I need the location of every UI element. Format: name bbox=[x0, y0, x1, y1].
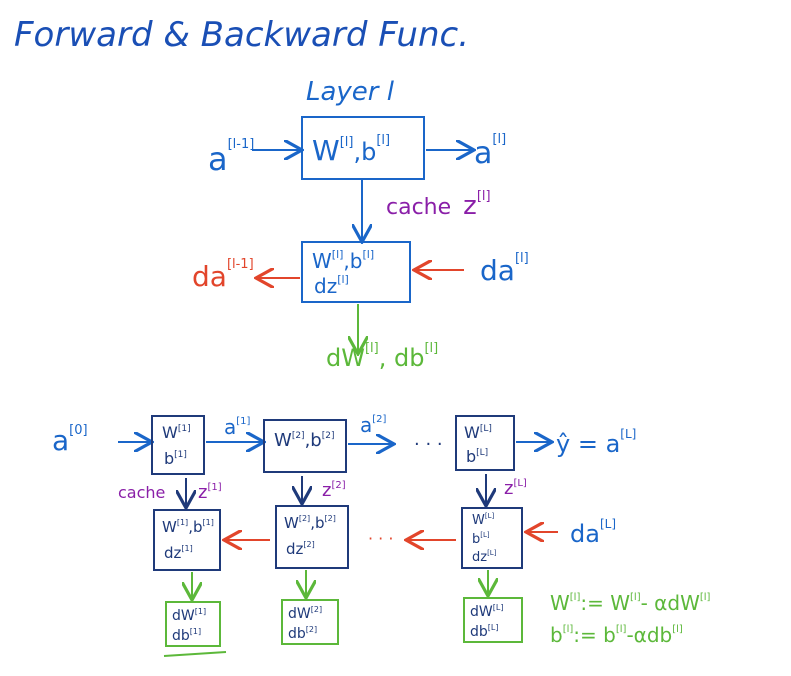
chain-backL-line2: b[L] bbox=[472, 531, 490, 547]
chain-back1-line2: dz[1] bbox=[164, 544, 193, 562]
chain-grad-box-2 bbox=[281, 599, 339, 645]
update-rule-b: b[l]:= b[l]-αdb[l] bbox=[550, 623, 683, 647]
forward-box-w: W[l],b[l] bbox=[312, 133, 390, 167]
chain-gradL-b: db[L] bbox=[470, 623, 498, 640]
chain-back-dots: · · · bbox=[368, 529, 393, 548]
chain-boxL-b: b[L] bbox=[466, 447, 488, 466]
chain-grad-box-1 bbox=[165, 601, 221, 647]
chain-forward-box-L bbox=[455, 415, 515, 471]
chain-forward-box-1 bbox=[151, 415, 205, 475]
chain-backward-box-2 bbox=[275, 505, 349, 569]
chain-backward-box-1 bbox=[153, 509, 221, 571]
update-rule-w: W[l]:= W[l]- αdW[l] bbox=[550, 591, 711, 615]
chain-grad2-w: dW[2] bbox=[288, 605, 322, 622]
chain-forward-box-2 bbox=[263, 419, 347, 473]
backward-box-line2: dz[l] bbox=[314, 273, 349, 298]
chain-z1: z[1] bbox=[198, 482, 222, 503]
page-title: Forward & Backward Func. bbox=[14, 15, 469, 55]
backward-input-grad: da[l] bbox=[480, 251, 529, 287]
backward-box-line1: W[l],b[l] bbox=[312, 248, 374, 273]
layer-label: Layer l bbox=[306, 77, 395, 107]
chain-gradL-w: dW[L] bbox=[470, 603, 503, 620]
chain-back1-line1: W[1],b[1] bbox=[162, 518, 214, 536]
chain-box1-b: b[1] bbox=[164, 449, 187, 468]
chain-cache-label: cache bbox=[118, 483, 165, 502]
forward-input-activation: a[l-1] bbox=[208, 137, 254, 178]
chain-grad1-underline bbox=[163, 651, 227, 657]
chain-grad1-b: db[1] bbox=[172, 627, 201, 644]
chain-backL-line3: dz[L] bbox=[472, 549, 497, 565]
chain-box2-w: W[2],b[2] bbox=[274, 430, 334, 451]
chain-a1: a[1] bbox=[224, 415, 251, 439]
chain-da-input: da[L] bbox=[570, 517, 616, 548]
chain-input: a[0] bbox=[52, 423, 88, 457]
chain-a2: a[2] bbox=[360, 413, 387, 437]
chain-backward-box-L bbox=[461, 507, 523, 569]
chain-box1-w: W[1] bbox=[162, 423, 191, 442]
chain-back2-line1: W[2],b[2] bbox=[284, 514, 336, 532]
chain-z2: z[2] bbox=[322, 480, 346, 501]
chain-back2-line2: dz[2] bbox=[286, 540, 315, 558]
chain-backL-line1: W[L] bbox=[472, 512, 494, 528]
chain-forward-dots: · · · bbox=[414, 434, 443, 455]
backward-layer-box bbox=[301, 241, 411, 303]
chain-zL: z[L] bbox=[504, 478, 527, 499]
chain-grad-box-L bbox=[463, 597, 523, 643]
chain-output: ŷ = a[L] bbox=[556, 427, 636, 458]
weight-gradients: dW[l], db[l] bbox=[326, 341, 438, 372]
forward-output-activation: a[l] bbox=[474, 132, 506, 171]
chain-grad2-b: db[2] bbox=[288, 625, 317, 642]
backward-output-grad: da[l-1] bbox=[192, 257, 254, 293]
chain-grad1-w: dW[1] bbox=[172, 607, 206, 624]
chain-boxL-w: W[L] bbox=[464, 423, 492, 442]
